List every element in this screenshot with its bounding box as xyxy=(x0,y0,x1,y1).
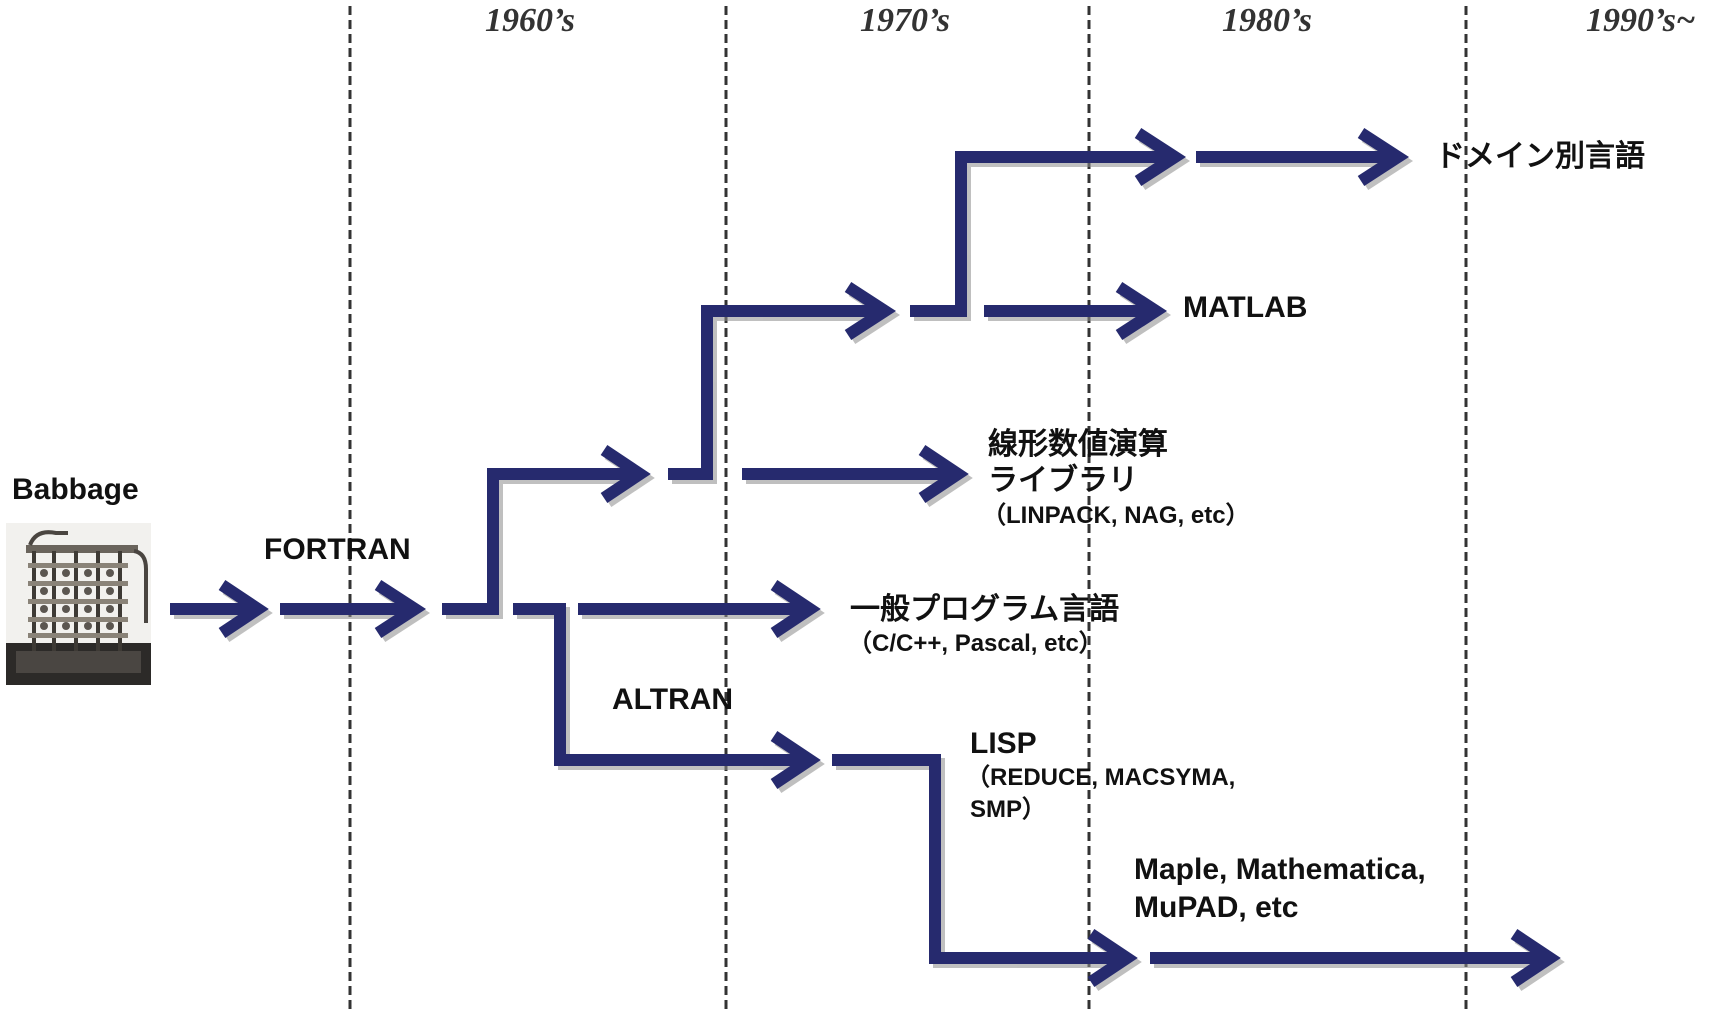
general-language-title: 一般プログラム言語 xyxy=(850,592,1119,627)
arrow-to-domain-lang-1 xyxy=(910,133,1175,311)
arrow-fortran-branch-up xyxy=(442,450,640,609)
arrow-to-general-lang xyxy=(578,585,810,633)
general-language-examples: （C/C++, Pascal, etc） xyxy=(848,630,1103,658)
arrow-to-domain-lang-2 xyxy=(1196,133,1398,181)
arrow-to-matlab xyxy=(984,287,1156,335)
arrow-babbage-to-fortran-2 xyxy=(280,585,415,633)
era-label-1970s: 1970’s xyxy=(860,2,950,40)
domain-language-label: ドメイン別言語 xyxy=(1435,139,1645,174)
arrow-cas-onward xyxy=(1150,934,1550,982)
era-label-1990s: 1990’s~ xyxy=(1586,2,1695,40)
arrow-lisp-to-cas xyxy=(832,760,1127,982)
linear-library-title-line2: ライブラリ xyxy=(988,463,1138,498)
lisp-examples-line2: SMP） xyxy=(970,796,1046,824)
altran-label: ALTRAN xyxy=(612,682,733,717)
lisp-title: LISP xyxy=(970,726,1037,761)
fortran-label: FORTRAN xyxy=(264,532,411,567)
babbage-label: Babbage xyxy=(12,472,139,507)
matlab-label: MATLAB xyxy=(1183,290,1307,325)
difference-engine-image xyxy=(6,523,151,685)
arrow-to-linear-library xyxy=(742,450,958,498)
cas-line2: MuPAD, etc xyxy=(1134,890,1298,925)
cas-line1: Maple, Mathematica, xyxy=(1134,852,1426,887)
difference-engine-photo xyxy=(6,523,151,685)
era-label-1960s: 1960’s xyxy=(485,2,575,40)
arrow-branch-to-matlab-trunk xyxy=(668,287,885,474)
linear-library-examples: （LINPACK, NAG, etc） xyxy=(982,502,1250,530)
linear-library-title-line1: 線形数値演算 xyxy=(988,427,1168,462)
era-label-1980s: 1980’s xyxy=(1222,2,1312,40)
lisp-examples-line1: （REDUCE, MACSYMA, xyxy=(966,764,1235,792)
